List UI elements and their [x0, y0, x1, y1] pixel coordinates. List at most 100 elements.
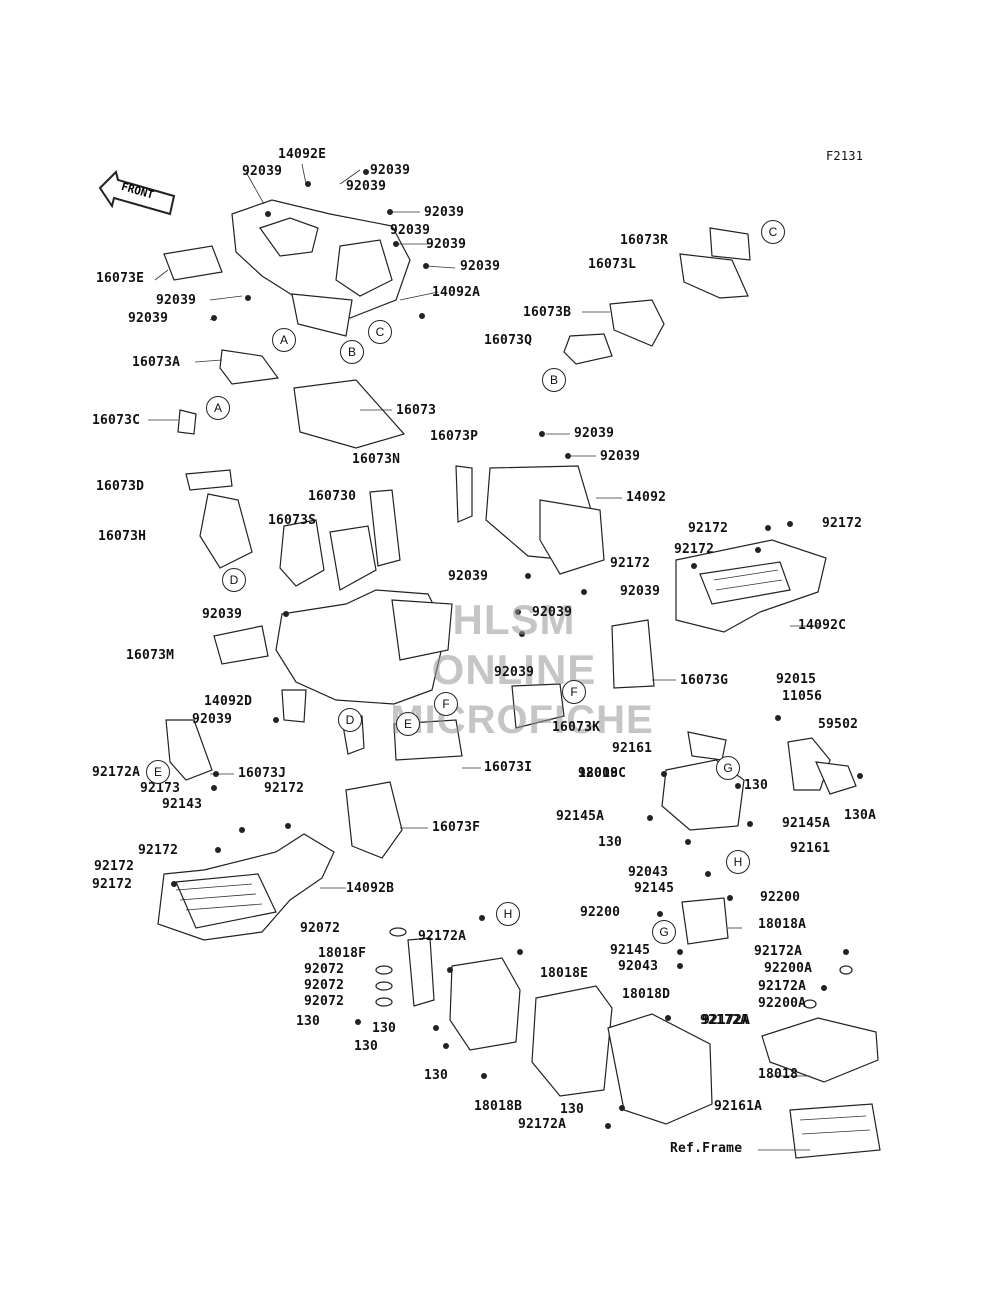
part-label: 92072 [300, 921, 341, 936]
reference-callout: E [146, 760, 170, 784]
part-label: 92039 [128, 311, 169, 326]
part-label: 16073C [92, 413, 141, 428]
part-label: 14092D [204, 694, 253, 709]
part-label: 18018D [622, 987, 671, 1002]
part-label: 92172 [94, 859, 135, 874]
reference-callout: D [222, 568, 246, 592]
reference-callout: G [716, 756, 740, 780]
part-label: 16073P [430, 429, 479, 444]
part-label: 18018B [474, 1099, 523, 1114]
part-label: 92172A [92, 765, 141, 780]
part-label: 92039 [494, 665, 535, 680]
part-label: Ref.Frame [670, 1141, 743, 1156]
part-label: 16073L [588, 257, 637, 272]
part-label: 92172 [822, 516, 863, 531]
part-label: 16073N [352, 452, 401, 467]
part-label: 16073B [523, 305, 572, 320]
part-label: 16073S [268, 513, 317, 528]
part-label: 14092 [626, 490, 667, 505]
reference-callout: C [368, 320, 392, 344]
part-label: 92039 [574, 426, 615, 441]
part-label: 92039 [424, 205, 465, 220]
part-label: 160730 [308, 489, 357, 504]
part-label: 92043 [628, 865, 669, 880]
part-label: 92172A [518, 1117, 567, 1132]
part-label: 16073J [238, 766, 287, 781]
reference-callout: F [562, 680, 586, 704]
part-label: 92161A [714, 1099, 763, 1114]
part-label: 16073M [126, 648, 175, 663]
front-direction-arrow: FRONT [98, 170, 176, 216]
part-label: 16073A [132, 355, 181, 370]
part-label: 92039 [448, 569, 489, 584]
part-label: 92039 [242, 164, 283, 179]
part-label: 92172 [92, 877, 133, 892]
part-label: 130 [560, 1102, 585, 1117]
part-label: 92039 [460, 259, 501, 274]
reference-callout: F [434, 692, 458, 716]
part-label: 16073I [484, 760, 533, 775]
part-label: 92200 [760, 890, 801, 905]
part-label: 92172 [610, 556, 651, 571]
part-label: 92161 [790, 841, 831, 856]
part-label: 92039 [156, 293, 197, 308]
part-label: 92039 [620, 584, 661, 599]
part-label: 59502 [818, 717, 859, 732]
part-label: 92043 [618, 959, 659, 974]
part-label: 92072 [304, 994, 345, 1009]
part-label: 14092E [278, 147, 327, 162]
part-label: 92172 [688, 521, 729, 536]
part-label: 92039 [426, 237, 467, 252]
part-label: 92172 [138, 843, 179, 858]
part-label: 130 [354, 1039, 379, 1054]
part-label: 92039 [202, 607, 243, 622]
reference-callout: H [496, 902, 520, 926]
part-label: 130 [598, 835, 623, 850]
part-label: 130A [844, 808, 877, 823]
watermark-line-1: HLSM [452, 596, 576, 643]
part-label: 18018C [578, 766, 627, 781]
part-label: 92039 [370, 163, 411, 178]
part-label: 16073H [98, 529, 147, 544]
part-label: 92161 [612, 741, 653, 756]
reference-callout: A [272, 328, 296, 352]
part-label: 92039 [532, 605, 573, 620]
part-label: 16073R [620, 233, 669, 248]
part-label: 92145A [556, 809, 605, 824]
reference-callout: C [761, 220, 785, 244]
reference-callout: B [542, 368, 566, 392]
part-label: 92172A [754, 944, 803, 959]
part-label: 92172 [674, 542, 715, 557]
part-label: 16073K [552, 720, 601, 735]
part-label: 14092A [432, 285, 481, 300]
part-label: 92145A [782, 816, 831, 831]
reference-callout: G [652, 920, 676, 944]
part-label: 92145 [634, 881, 675, 896]
part-label: 92072 [304, 962, 345, 977]
part-label: 92172 [264, 781, 305, 796]
part-label: 130 [296, 1014, 321, 1029]
part-label: 92015 [776, 672, 817, 687]
part-label: 92039 [390, 223, 431, 238]
reference-callout: A [206, 396, 230, 420]
figure-code: F2131 [826, 149, 864, 163]
part-label: 16073G [680, 673, 729, 688]
part-label: 11056 [782, 689, 823, 704]
part-label: 92200A [758, 996, 807, 1011]
part-label: 130 [744, 778, 769, 793]
part-label: 92173 [140, 781, 181, 796]
part-label: 92172A [702, 1013, 751, 1028]
part-label: 16073E [96, 271, 145, 286]
part-label: 130 [372, 1021, 397, 1036]
part-label: 92143 [162, 797, 203, 812]
reference-callout: H [726, 850, 750, 874]
part-label: 92200A [764, 961, 813, 976]
part-label: 18018E [540, 966, 589, 981]
reference-callout: E [396, 712, 420, 736]
reference-callout: D [338, 708, 362, 732]
part-label: 92200 [580, 905, 621, 920]
part-label: 18018 [758, 1067, 799, 1082]
part-label: 92039 [346, 179, 387, 194]
part-label: 16073F [432, 820, 481, 835]
